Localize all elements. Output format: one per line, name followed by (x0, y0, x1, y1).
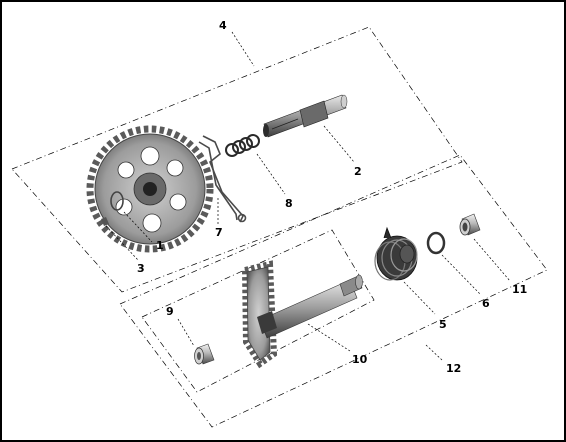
part-7-wire-clip (198, 135, 247, 223)
part-1-gear (86, 125, 214, 253)
callout-8: 8 (285, 197, 293, 210)
leader-1 (123, 211, 153, 243)
group-outline-4 (11, 26, 463, 293)
callout-9: 9 (166, 305, 174, 318)
callout-12: 12 (446, 362, 461, 375)
callout-11: 11 (512, 283, 527, 296)
leader-8 (256, 153, 286, 195)
group-outline-10 (141, 229, 375, 393)
callout-5: 5 (439, 318, 447, 331)
leader-6 (441, 254, 481, 295)
callout-6: 6 (482, 297, 490, 310)
part-9-small-bushing (194, 343, 215, 365)
callout-3: 3 (137, 262, 145, 275)
group-outline-12 (119, 154, 548, 428)
callout-7: 7 (215, 226, 223, 239)
part-pin (101, 217, 109, 226)
callout-10: 10 (352, 353, 368, 366)
leader-12 (425, 344, 443, 361)
leader-11 (473, 238, 511, 282)
part-2-shaft (263, 94, 348, 138)
part-8-spring (225, 134, 260, 157)
part-11-bushing (459, 213, 481, 236)
part-10-kick-shaft (241, 260, 363, 369)
callout-2: 2 (354, 165, 362, 178)
leader-5 (403, 281, 436, 315)
part-5-coil-spring (374, 226, 418, 281)
callout-1: 1 (156, 239, 164, 252)
callout-4: 4 (219, 19, 227, 32)
leader-9 (177, 318, 195, 347)
leader-10 (307, 323, 351, 352)
leader-2 (323, 125, 355, 163)
part-3-washer (110, 191, 124, 211)
leader-4 (231, 31, 255, 67)
part-6-oring (426, 231, 446, 255)
